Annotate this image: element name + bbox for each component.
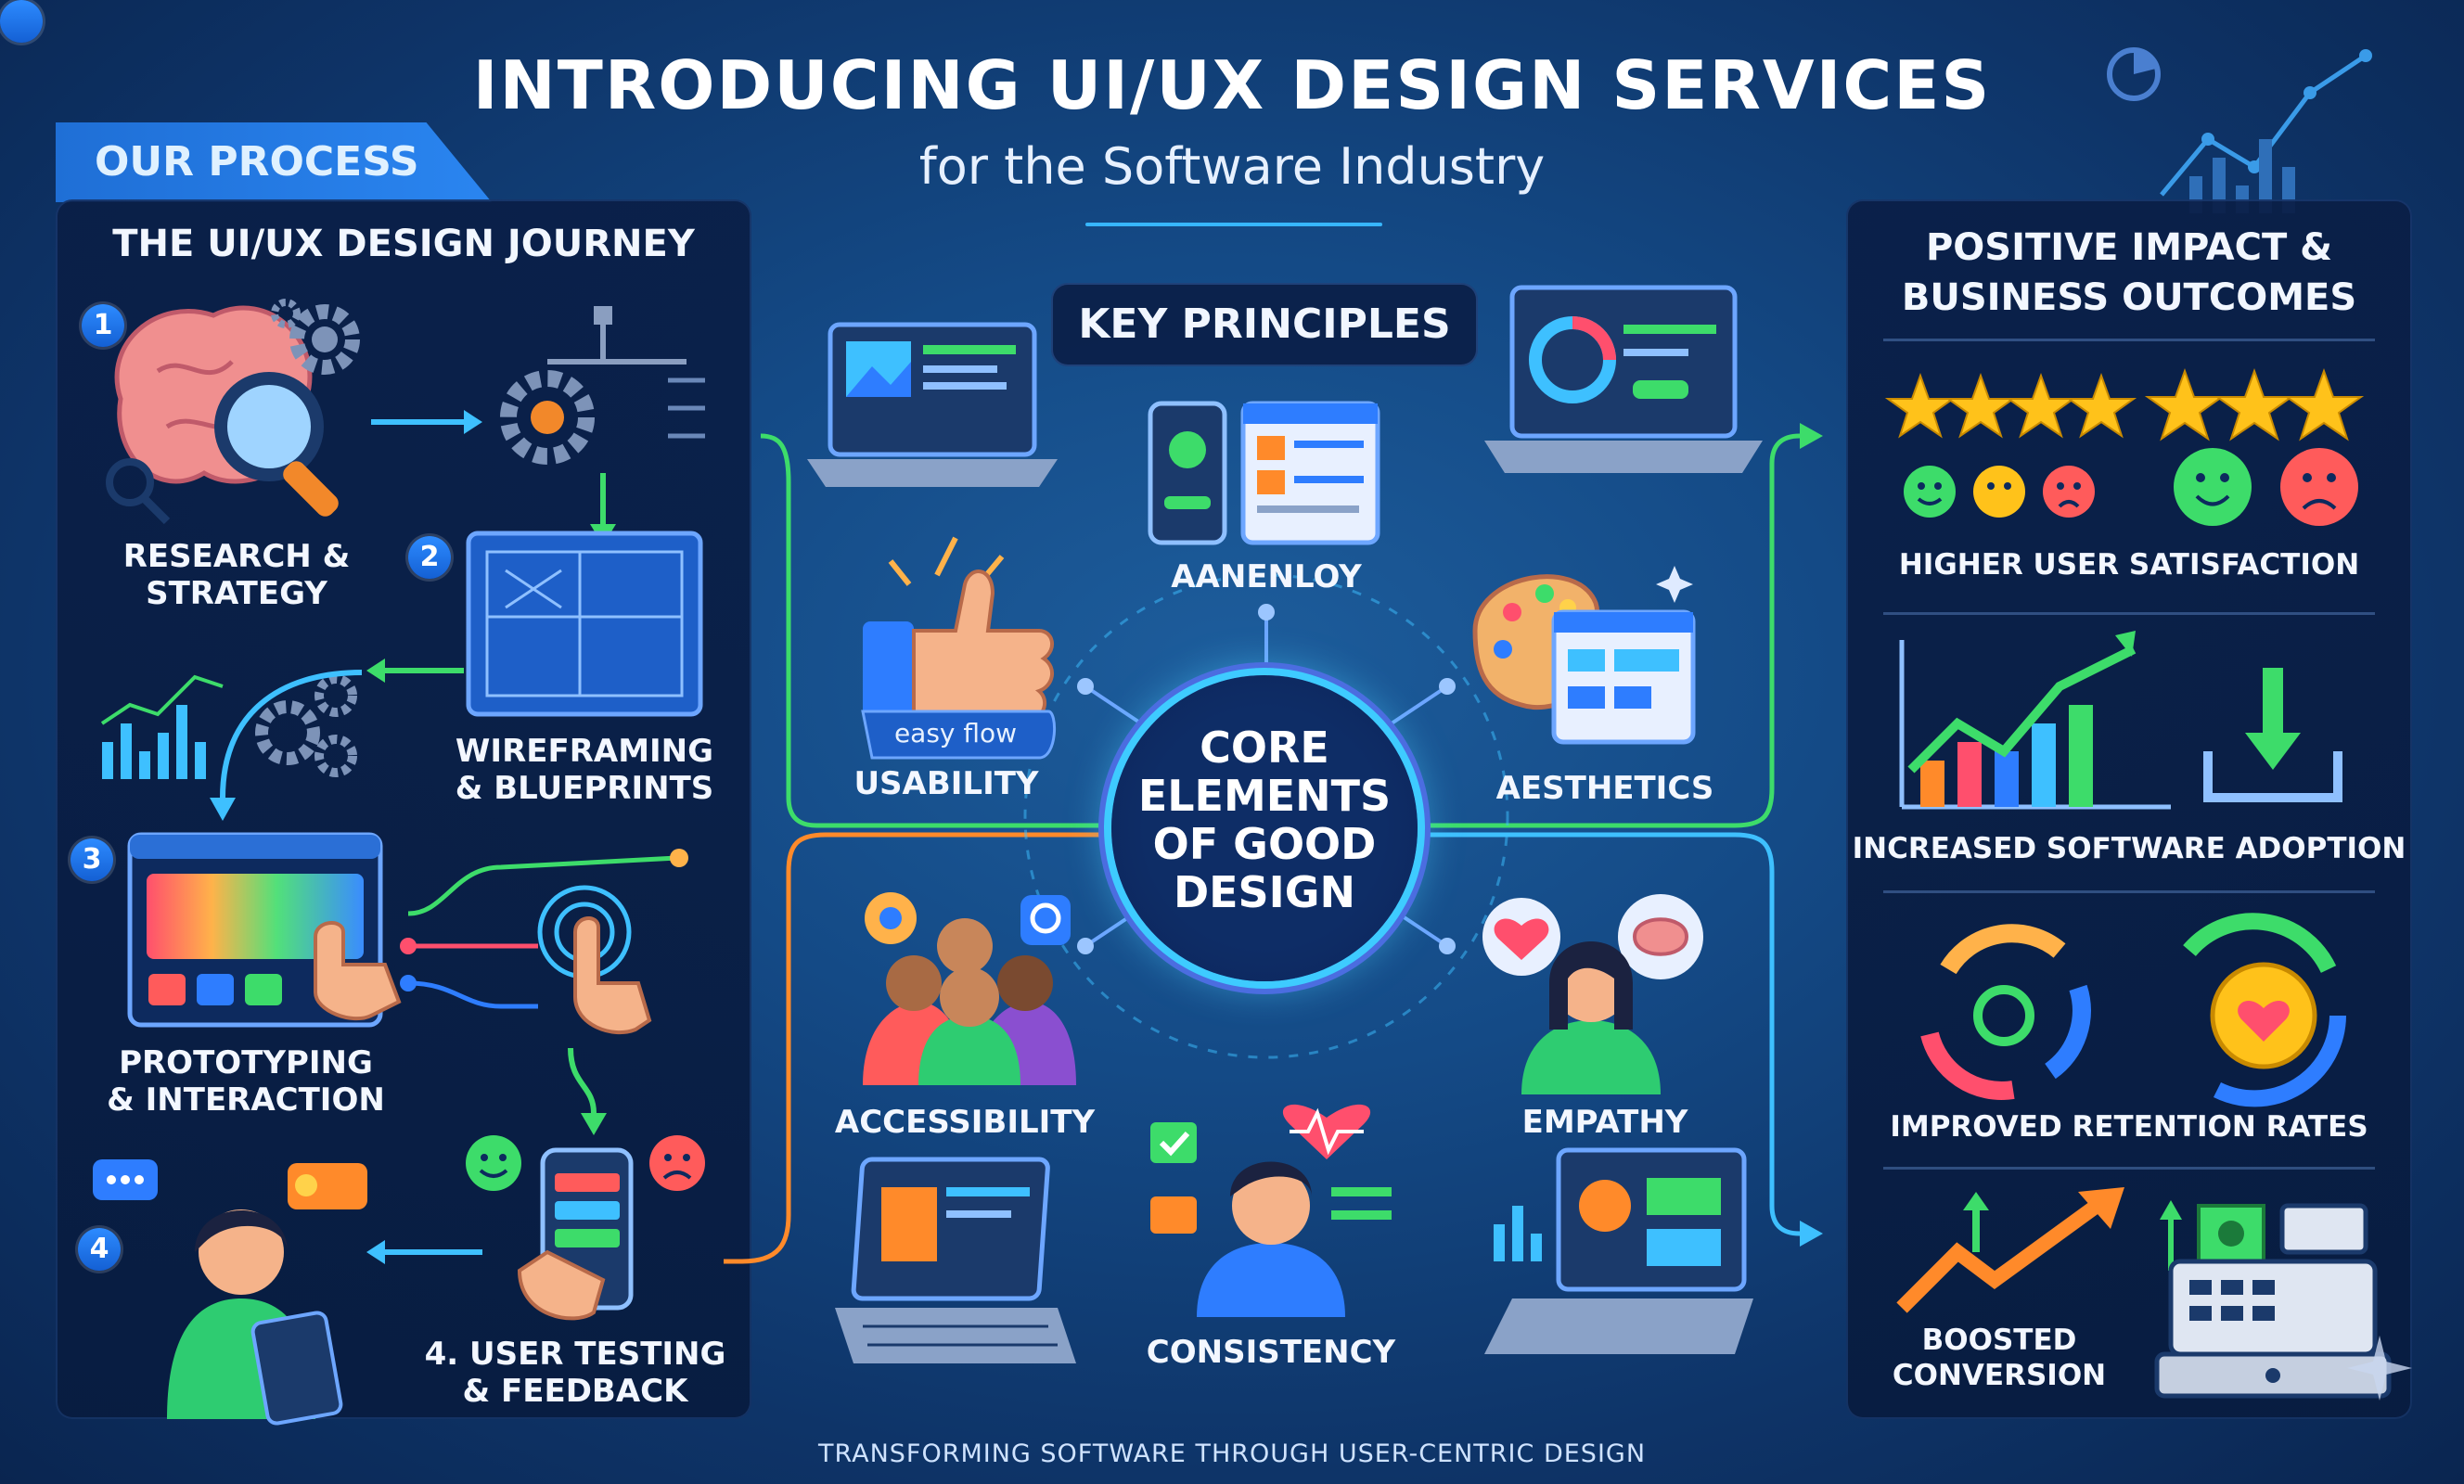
principle-top-label: AANENLOY [1171,558,1362,595]
outcome-adoption: INCREASED SOFTWARE ADOPTION [1852,832,2406,865]
core-elements-text: CORE ELEMENTS OF GOOD DESIGN [1137,723,1392,917]
our-process-tag: OUR PROCESS [56,122,492,202]
step-4-label: 4. USER TESTING& FEEDBACK [424,1336,726,1410]
outcome-retention: IMPROVED RETENTION RATES [1890,1110,2368,1144]
thumbs-up-icon [863,536,1054,723]
blueprint-flow-icon [500,306,705,465]
analytics-chart-icon [2107,47,2372,213]
star-rating-icon [1884,368,2365,526]
flow-arrow-right-icon [371,410,482,434]
user-tablet-icon [93,1159,367,1426]
gear-icon [271,299,360,375]
key-principles-badge: KEY PRINCIPLES [1051,283,1478,366]
flow-arrow-left-icon-2 [366,1240,482,1264]
laptop-image-icon [807,322,1058,487]
growth-chart-icon [1899,631,2342,810]
outcomes-divider-3 [1883,1167,2375,1170]
principle-empathy: EMPATHY [1521,1104,1688,1141]
feedback-phone-icon [466,1135,705,1321]
brain-magnifier-icon [106,305,339,525]
easy-flow-banner [861,710,1057,760]
outcomes-divider-0 [1883,339,2375,341]
principle-accessibility: ACCESSIBILITY [834,1104,1096,1141]
consistency-person-icon [1150,1104,1392,1317]
principle-aesthetics: AESTHETICS [1495,770,1714,807]
sparkle-icon [2347,1336,2412,1401]
flow-arrow-left-icon [366,659,464,683]
center-connector-lines [724,423,1823,1264]
prototype-screen-icon [127,832,402,1028]
journey-title: THE UI/UX DESIGN JOURNEY [112,223,695,265]
principle-consistency: CONSISTENCY [1146,1334,1396,1371]
step-3-badge-placeholder [0,0,43,43]
analytics-gears-icon [100,674,357,779]
outcomes-title: POSITIVE IMPACT &BUSINESS OUTCOMES [1901,226,2357,319]
title-divider [1085,223,1382,226]
wireframe-blueprint-icon [466,531,703,717]
outcome-satisfaction: HIGHER USER SATISFACTION [1898,548,2360,582]
mobile-desktop-ui-icon [1148,401,1380,545]
footer-tagline: TRANSFORMING SOFTWARE THROUGH USER-CENTR… [817,1439,1647,1468]
page-title: INTRODUCING UI/UX DESIGN SERVICES [472,46,1992,124]
step-1-badge: 1 [82,304,124,347]
palette-window-icon [1472,566,1696,745]
outcomes-divider-2 [1883,890,2375,893]
step-3-badge: 3 [71,838,113,881]
laptop-analytics-icon [1484,285,1763,473]
step-2-label: WIREFRAMING& BLUEPRINTS [455,733,714,807]
laptop-dashboard-icon [835,1157,1076,1363]
laptop-charts-icon [1484,1147,1753,1354]
step-4-badge: 4 [78,1228,121,1271]
page-subtitle: for the Software Industry [918,137,1546,196]
easy-flow-label: easy flow [893,718,1018,748]
empathy-person-icon [1482,894,1703,1094]
flow-arrow-curve-icon [210,670,363,821]
flow-arrow-down-icon-2 [568,1047,607,1135]
step-1-label: RESEARCH &STRATEGY [122,538,351,612]
step-2-badge: 2 [408,536,451,579]
outcomes-divider-1 [1883,612,2375,615]
principle-usability: USABILITY [853,765,1039,802]
cash-register-icon [2154,1200,2392,1399]
core-elements-circle [1111,675,1418,981]
step-3-label: PROTOTYPING& INTERACTION [107,1044,385,1119]
diverse-people-icon [863,892,1076,1085]
retention-cycle-icon [1920,913,2346,1107]
core-spokes [1023,573,1509,1059]
conversion-arrow-icon [1896,1187,2124,1313]
interaction-tap-icon [400,849,688,1035]
